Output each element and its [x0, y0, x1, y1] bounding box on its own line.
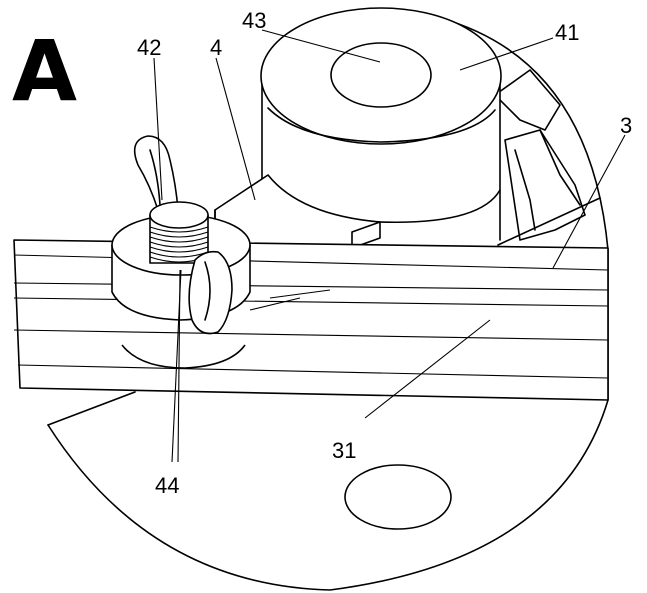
- cylinder-component-41: [260, 7, 502, 241]
- label-43: 43: [242, 8, 266, 33]
- leader-lines: [153, 29, 626, 463]
- detail-circle-boundary: [47, 17, 609, 591]
- label-42: 42: [137, 35, 161, 60]
- base-plate-hole: [344, 464, 452, 530]
- cylinder-top-hole: [330, 42, 432, 108]
- side-block: [494, 69, 601, 246]
- label-44: 44: [155, 473, 179, 498]
- rail-assembly-3: [13, 239, 609, 401]
- label-31: 31: [332, 438, 356, 463]
- knob-lower-collar: [121, 344, 246, 369]
- cylinder-top-face: [260, 7, 502, 145]
- view-letter: A: [12, 22, 77, 120]
- label-41: 41: [555, 20, 579, 45]
- threaded-shaft-top: [149, 201, 209, 229]
- base-plate-edge: [47, 391, 136, 426]
- label-4: 4: [210, 35, 222, 60]
- label-3: 3: [620, 113, 632, 138]
